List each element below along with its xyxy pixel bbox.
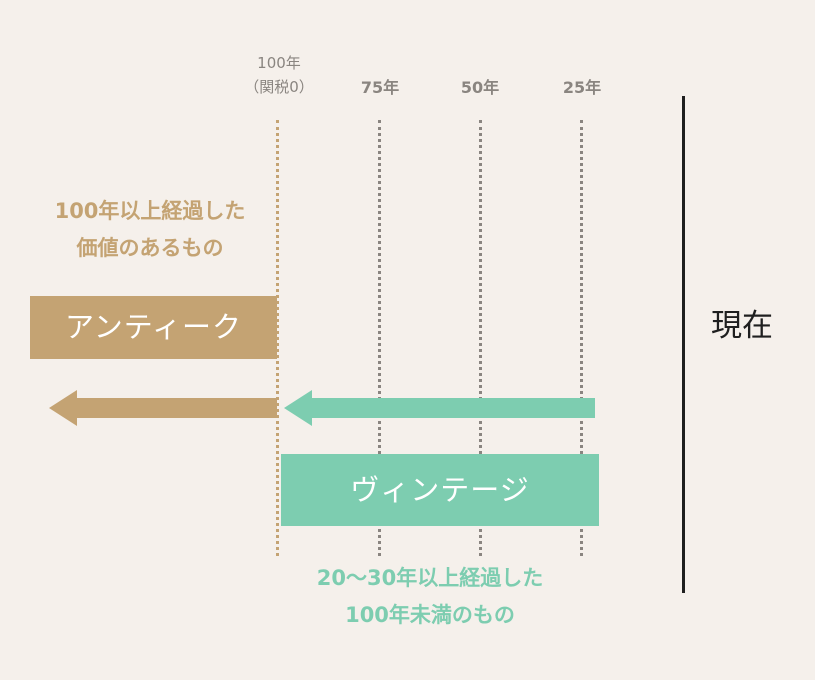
tick-label-100-line2: （関税0） [244,78,314,96]
antique-description: 100年以上経過した 価値のあるもの [32,193,268,267]
guide-line-100-years [276,120,279,556]
antique-description-line1: 100年以上経過した [54,199,246,223]
tick-label-50-years: 50年 [460,78,500,97]
antique-arrow [49,390,277,426]
guide-line-75-years [378,120,381,556]
vintage-description-line2: 100年未満のもの [345,603,515,627]
present-line [682,96,685,593]
antique-description-line2: 価値のあるもの [76,236,224,260]
tick-label-100-line1: 100年 [257,54,301,72]
tick-label-75-years: 75年 [360,78,400,97]
vintage-arrow [284,390,595,426]
vintage-description: 20〜30年以上経過した 100年未満のもの [280,560,580,634]
vintage-label-box: ヴィンテージ [281,454,599,526]
vintage-description-line1: 20〜30年以上経過した [316,566,544,590]
guide-line-50-years [479,120,482,556]
antique-label-box: アンティーク [30,296,277,359]
present-label: 現在 [711,308,773,344]
tick-label-100-years: 100年 （関税0） [226,51,332,99]
guide-line-25-years [580,120,583,556]
tick-label-25-years: 25年 [562,78,602,97]
